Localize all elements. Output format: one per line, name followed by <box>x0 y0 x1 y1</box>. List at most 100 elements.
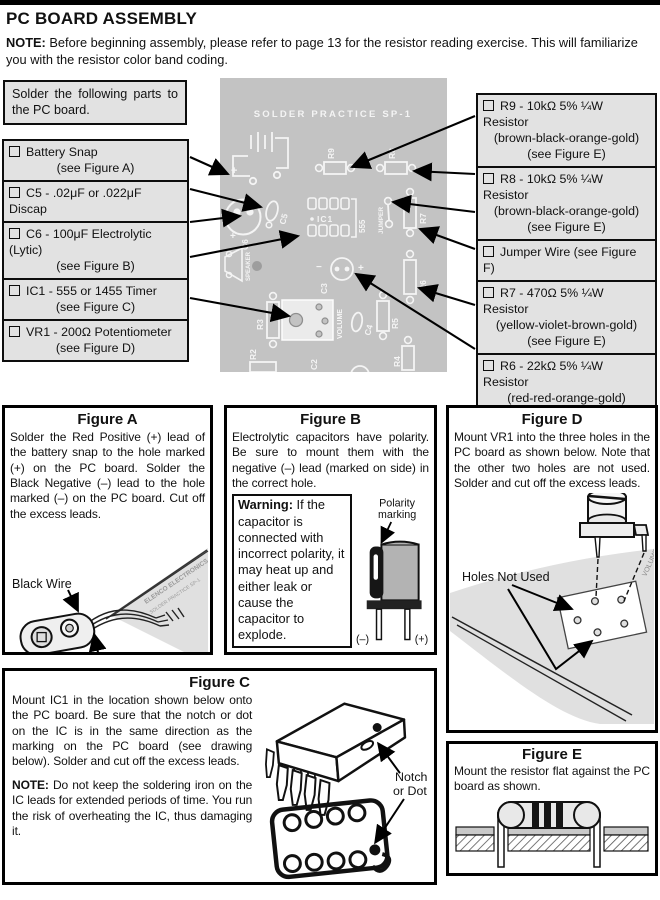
svg-text:R8: R8 <box>387 148 397 159</box>
checkbox-icon <box>9 326 20 337</box>
warning-label: Warning: <box>238 497 293 513</box>
top-bar <box>0 0 660 5</box>
checkbox-icon <box>9 187 20 198</box>
pcb-partial-pad <box>350 365 370 372</box>
item-colors: (yellow-violet-brown-gold) <box>495 318 638 332</box>
svg-text:VOLUME: VOLUME <box>337 309 344 339</box>
item-ref: (see Figure E) <box>527 147 606 161</box>
checkbox-icon <box>9 146 20 157</box>
figure-c-text: Mount IC1 in the location shown below on… <box>7 693 257 882</box>
item-ref: (see Figure D) <box>55 341 136 355</box>
item-label: Jumper Wire (see Figure F) <box>483 245 637 275</box>
svg-text:R4: R4 <box>392 356 402 367</box>
item-label: Battery Snap <box>26 145 98 159</box>
pcb-corner <box>110 548 208 652</box>
notch-callout-2: or Dot <box>393 784 427 798</box>
item-ref: (see Figure E) <box>527 334 606 348</box>
item-label: R6 - 22kΩ 5% ¼W Resistor <box>483 359 603 389</box>
checkbox-icon <box>483 100 494 111</box>
item-label: C6 - 100μF Electrolytic (Lytic) <box>9 227 152 257</box>
negative-lead-label: (–) <box>356 634 369 646</box>
item-label: R9 - 10kΩ 5% ¼W Resistor <box>483 99 603 129</box>
checklist-item-battery-snap: Battery Snap (see Figure A) <box>4 141 187 180</box>
figure-c-note-label: NOTE: <box>12 777 49 792</box>
checklist-item-r8: R8 - 10kΩ 5% ¼W Resistor (brown-black-or… <box>478 166 655 239</box>
holes-not-used-label: Holes Not Used <box>462 570 550 584</box>
resistor-body <box>497 800 601 829</box>
svg-text:+: + <box>358 263 364 274</box>
figure-c-body: Mount IC1 in the location shown below on… <box>12 693 253 769</box>
item-ref: (see Figure E) <box>527 220 606 234</box>
figure-c-note: NOTE: Do not keep the soldering iron on … <box>7 778 257 839</box>
checklist-item-ic1: IC1 - 555 or 1455 Timer (see Figure C) <box>4 278 187 319</box>
figure-b-title: Figure B <box>300 411 361 428</box>
checkbox-icon <box>483 173 494 184</box>
svg-text:R7: R7 <box>418 213 428 224</box>
black-wire-label: Black Wire <box>12 577 72 591</box>
figure-b-content: Warning: If the capacitor is connected w… <box>227 494 434 648</box>
figure-b-box: Figure B Electrolytic capacitors have po… <box>224 405 437 655</box>
figure-a-body: Solder the Red Positive (+) lead of the … <box>10 430 205 521</box>
assembly-note: NOTE: Before beginning assembly, please … <box>6 35 656 69</box>
figure-e-box: Figure E Mount the resistor flat against… <box>446 741 658 876</box>
positive-lead-label: (+) <box>414 634 427 646</box>
figure-a-box: Figure A Solder the Red Positive (+) lea… <box>2 405 213 655</box>
pcb-title: SOLDER PRACTICE SP-1 <box>254 109 413 120</box>
svg-text:+: + <box>230 231 236 242</box>
checklist-item-jumper: Jumper Wire (see Figure F) <box>478 239 655 280</box>
pcb-mounting-hole <box>252 261 262 271</box>
figure-e-body: Mount the resistor flat against the PC b… <box>454 764 650 794</box>
pcb-ic1-footprint: IC1 555 <box>307 197 367 238</box>
figure-e-title: Figure E <box>521 746 582 763</box>
figure-c-title: Figure C <box>189 674 250 691</box>
warning-box: Warning: If the capacitor is connected w… <box>232 494 352 648</box>
pcb-c3-footprint: − + C3 <box>316 257 364 294</box>
item-label: R8 - 10kΩ 5% ¼W Resistor <box>483 172 603 202</box>
ic-illustration: Notch or Dot <box>265 702 428 880</box>
svg-text:R3: R3 <box>255 319 265 330</box>
page-title: PC BOARD ASSEMBLY <box>6 9 198 28</box>
checkbox-icon <box>9 285 20 296</box>
item-label: VR1 - 200Ω Potentiometer <box>26 325 172 339</box>
figure-d-title: Figure D <box>521 411 583 428</box>
solder-instruction-box: Solder the following parts to the PC boa… <box>3 80 187 125</box>
svg-text:R5: R5 <box>390 318 400 329</box>
battery-snap <box>19 612 96 652</box>
figure-d-body: Mount VR1 into the three holes in the PC… <box>454 430 650 491</box>
polarity-label-1: Polarity <box>379 498 416 510</box>
svg-text:R6: R6 <box>418 280 428 291</box>
item-ref: (see Figure C) <box>55 300 136 314</box>
figure-a-title: Figure A <box>77 411 138 428</box>
note-text: Before beginning assembly, please refer … <box>6 35 638 67</box>
item-ref: (see Figure B) <box>56 259 135 273</box>
potentiometer <box>579 493 650 602</box>
figure-c-note-text: Do not keep the soldering iron on the IC… <box>12 777 253 838</box>
pcb-c5-footprint: C5 <box>265 200 290 229</box>
warning-text: If the capacitor is connected with incor… <box>238 497 345 643</box>
item-colors: (brown-black-orange-gold) <box>493 204 640 218</box>
ic-footprint <box>270 798 392 880</box>
capacitor-illustration: Polarity marking (–) (+) <box>356 498 428 646</box>
item-label: R7 - 470Ω 5% ¼W Resistor <box>483 286 604 316</box>
pcb-photo: SOLDER PRACTICE SP-1 + + C6 C5 <box>220 78 447 372</box>
item-colors: (red-red-orange-gold) <box>507 391 626 405</box>
checkbox-icon <box>9 228 20 239</box>
pcb-cross-section <box>455 826 649 852</box>
dip-ic <box>265 702 407 816</box>
figure-b-body: Electrolytic capacitors have polarity. B… <box>232 430 429 491</box>
svg-text:R9: R9 <box>326 148 336 159</box>
pcb-battery-plus: + <box>231 165 237 177</box>
parts-checklist-left: Battery Snap (see Figure A) C5 - .02μF o… <box>2 139 189 362</box>
checklist-item-vr1: VR1 - 200Ω Potentiometer (see Figure D) <box>4 319 187 360</box>
svg-text:R2: R2 <box>248 349 258 360</box>
item-label: C5 - .02μF or .022μF Discap <box>9 186 142 216</box>
svg-text:SPEAKER: SPEAKER <box>246 251 252 281</box>
svg-text:JUMPER: JUMPER <box>378 207 385 234</box>
svg-text:IC1: IC1 <box>317 214 333 224</box>
checkbox-icon <box>483 360 494 371</box>
checkbox-icon <box>483 287 494 298</box>
figure-a-illustration: ELENCO ELECTRONICS SOLDER PRACTICE SP-1 … <box>12 548 209 652</box>
checklist-item-r9: R9 - 10kΩ 5% ¼W Resistor (brown-black-or… <box>478 95 655 166</box>
svg-text:−: − <box>316 262 322 273</box>
